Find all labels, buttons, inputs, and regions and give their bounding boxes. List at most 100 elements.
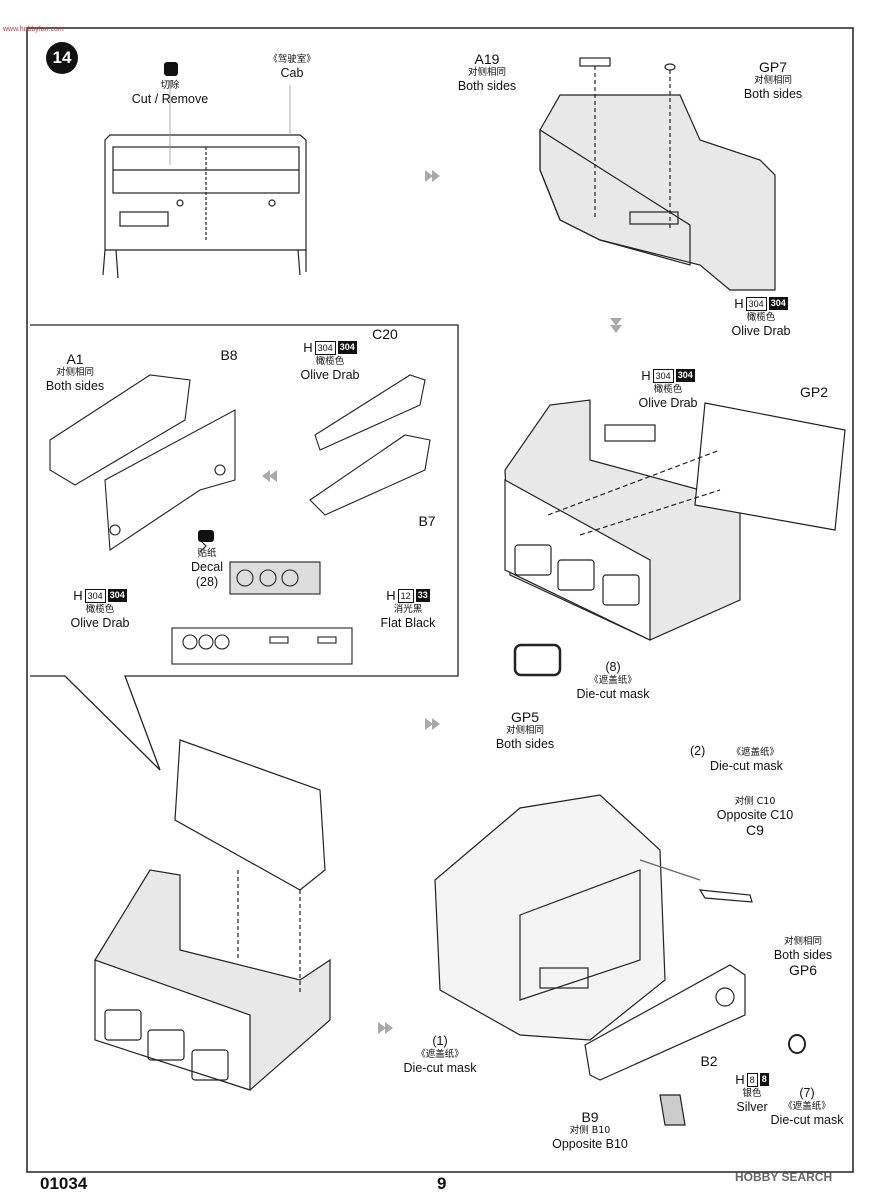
cab-en: Cab xyxy=(280,66,304,80)
part-gp5-label: GP5 对侧相同 Both sides xyxy=(490,710,560,752)
mask7-label: (7) 《遮盖纸》 Die-cut mask xyxy=(762,1086,852,1128)
cab-finished xyxy=(434,794,806,1126)
decal-symbol xyxy=(198,530,214,542)
mask8-label: (8) 《遮盖纸》 Die-cut mask xyxy=(568,660,658,702)
paint-black-label: H 12 33 消光黑 Flat Black xyxy=(372,588,444,631)
paint-mid-label: H 304 304 橄榄色 Olive Drab xyxy=(632,368,704,411)
paint-code-black: 33 xyxy=(415,589,430,602)
mask8-num: (8) xyxy=(605,660,621,674)
inset-box xyxy=(30,324,459,771)
paint-mid-code: H 304 304 xyxy=(641,368,695,383)
gp5-zh: 对侧相同 xyxy=(505,725,544,736)
source-watermark: HOBBY SEARCH xyxy=(735,1170,833,1184)
a1-zh: 对侧相同 xyxy=(55,367,94,378)
paint-mid-en: Olive Drab xyxy=(638,396,698,410)
part-c20: C20 xyxy=(372,326,398,342)
paint-code-white: 304 xyxy=(652,368,674,383)
arrow-left-1 xyxy=(262,470,277,482)
paint-prefix: H xyxy=(734,296,744,311)
page-frame xyxy=(26,27,854,1173)
paint-code-black: 304 xyxy=(675,369,695,382)
paint-c20-code: H 304 304 xyxy=(303,340,357,355)
paint-black-code: H 12 33 xyxy=(386,588,430,603)
mask1-zh: 《遮盖纸》 xyxy=(416,1049,464,1060)
paint-prefix: H xyxy=(386,588,396,603)
paint-silver-en: Silver xyxy=(736,1100,768,1114)
paint-prefix: H xyxy=(73,588,83,603)
c10-en: Opposite C10 xyxy=(716,808,794,822)
paint-b8-label: H 304 304 橄榄色 Olive Drab xyxy=(64,588,136,631)
paint-main-code: H 304 304 xyxy=(734,296,788,311)
c10-label: 对侧 C10 Opposite C10 C9 xyxy=(710,796,800,838)
cut-en: Cut / Remove xyxy=(131,92,209,106)
part-a19-label: A19 对侧相同 Both sides xyxy=(452,52,522,94)
mask1-en: Die-cut mask xyxy=(403,1061,477,1075)
step-circle xyxy=(46,42,78,74)
paint-c20-label: H 304 304 橄榄色 Olive Drab xyxy=(294,340,366,383)
paint-code-black: 304 xyxy=(768,297,788,310)
paint-code-black: 304 xyxy=(337,341,357,354)
part-a1: A1 xyxy=(66,351,84,367)
paint-prefix: H xyxy=(735,1072,745,1087)
part-gp5: GP5 xyxy=(510,709,539,725)
paint-code-white: 304 xyxy=(314,340,336,355)
paint-b8-code: H 304 304 xyxy=(73,588,127,603)
mask7-num: (7) xyxy=(799,1086,815,1100)
paint-code-black: 304 xyxy=(107,589,127,602)
cab-body-middle xyxy=(504,399,846,677)
paint-silver-label: H 8 8 银色 Silver xyxy=(722,1072,782,1115)
paint-code-white: 12 xyxy=(397,588,414,603)
arrow-down-1 xyxy=(610,318,622,333)
c10-zh: 对侧 C10 xyxy=(734,796,776,807)
cab-cut-drawing xyxy=(102,80,307,279)
arrow-right-3 xyxy=(378,1022,393,1034)
a19-zh: 对侧相同 xyxy=(467,67,506,78)
paint-main-zh: 橄榄色 xyxy=(746,312,776,323)
part-gp6-label: 对侧相同 Both sides GP6 xyxy=(768,936,838,978)
paint-c20-zh: 橄榄色 xyxy=(315,356,345,367)
cab-interior-lower xyxy=(94,739,331,1091)
mask2-zh: 《遮盖纸》 xyxy=(731,747,779,758)
gp6-en: Both sides xyxy=(773,948,833,962)
part-gp7-label: GP7 对侧相同 Both sides xyxy=(738,60,808,102)
paint-main-en: Olive Drab xyxy=(731,324,791,338)
paint-main-label: H 304 304 橄榄色 Olive Drab xyxy=(725,296,797,339)
part-c9: C9 xyxy=(746,822,764,838)
cut-label: 切除 Cut / Remove xyxy=(120,80,220,107)
part-gp7: GP7 xyxy=(758,59,787,75)
gp6-zh: 对侧相同 xyxy=(783,936,822,947)
paint-code-white: 304 xyxy=(84,588,106,603)
a19-en: Both sides xyxy=(457,79,517,93)
paint-black-en: Flat Black xyxy=(380,616,436,630)
paint-code-white: 304 xyxy=(745,296,767,311)
mask2-en: Die-cut mask xyxy=(710,759,783,773)
paint-silver-code: H 8 8 xyxy=(735,1072,769,1087)
gp5-en: Both sides xyxy=(495,737,555,751)
paint-mid-zh: 橄榄色 xyxy=(653,384,683,395)
cab-label: 《驾驶室》 Cab xyxy=(252,54,332,81)
paint-code-white: 8 xyxy=(746,1072,758,1087)
top-watermark: www.hobbyfan.com xyxy=(3,26,64,33)
paint-b8-zh: 橄榄色 xyxy=(85,604,115,615)
b9-zh: 对侧 B10 xyxy=(569,1125,611,1136)
part-b8: B8 xyxy=(220,347,238,363)
paint-prefix: H xyxy=(641,368,651,383)
mask2-num: (2) xyxy=(690,744,706,758)
decal-num: (28) xyxy=(195,575,219,589)
part-gp2: GP2 xyxy=(799,384,828,400)
cab-zh: 《驾驶室》 xyxy=(268,54,316,65)
arrow-right-1 xyxy=(425,170,440,182)
dashboard-parts xyxy=(49,374,431,665)
paint-code-black: 8 xyxy=(759,1073,769,1086)
mask7-zh: 《遮盖纸》 xyxy=(783,1101,831,1112)
decal-zh: 贴纸 xyxy=(197,548,217,559)
mask8-en: Die-cut mask xyxy=(576,687,650,701)
step-number: 14 xyxy=(52,48,72,67)
paint-prefix: H xyxy=(303,340,313,355)
paint-b8-en: Olive Drab xyxy=(70,616,130,630)
paint-black-zh: 消光黑 xyxy=(393,604,423,615)
paint-c20-en: Olive Drab xyxy=(300,368,360,382)
part-b9-label: B9 对侧 B10 Opposite B10 xyxy=(545,1110,635,1152)
mask1-num: (1) xyxy=(432,1034,448,1048)
